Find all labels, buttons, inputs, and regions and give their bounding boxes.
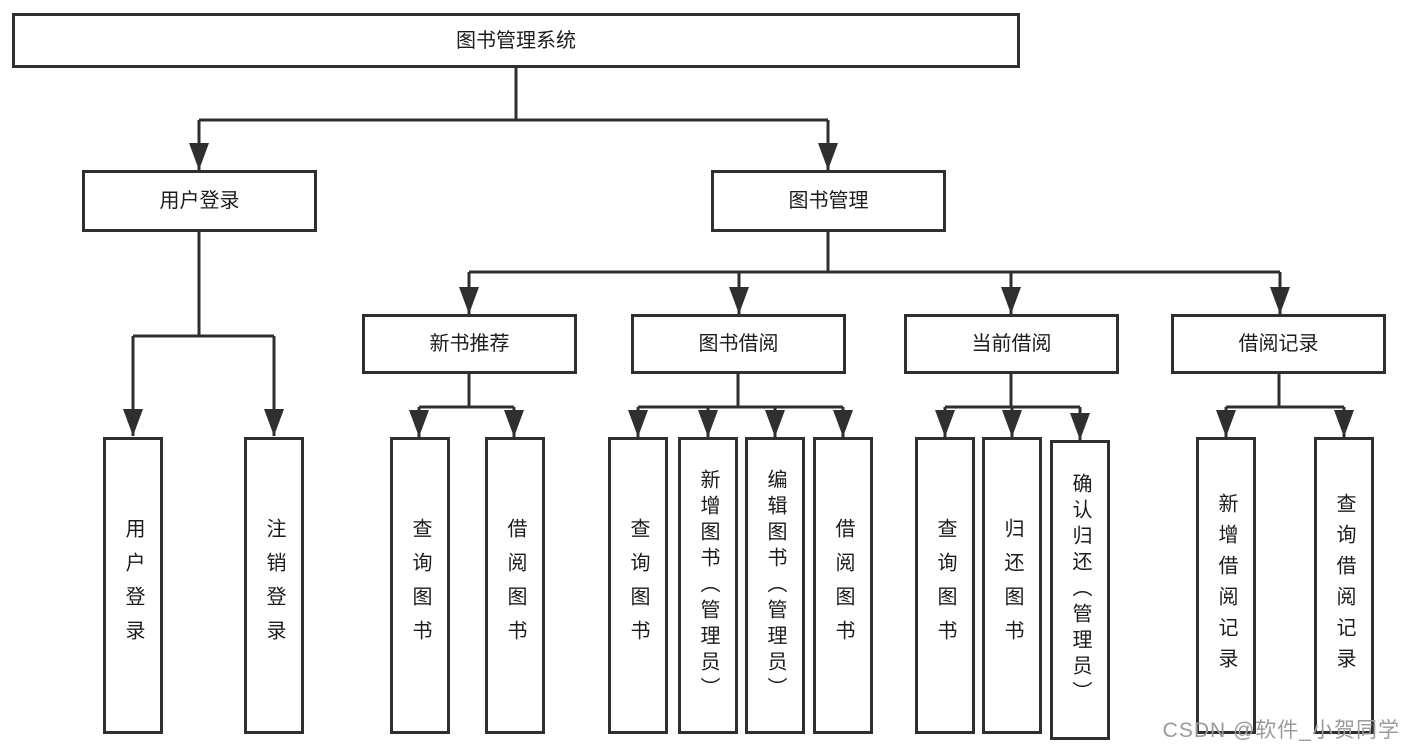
node-new-book-recommend-label: 新书推荐 <box>429 333 510 355</box>
node-user-login: 用户登录 <box>82 170 317 232</box>
node-book-borrowing-label: 图书借阅 <box>698 333 779 355</box>
leaf-confirm-return-admin: 确认归还（管理员） <box>1050 440 1110 740</box>
node-borrow-records: 借阅记录 <box>1171 314 1386 374</box>
leaf-return-books: 归还图书 <box>982 437 1042 734</box>
leaf-borrow-books-recommend: 借阅图书 <box>485 437 545 734</box>
leaf-query-books-recommend-label: 查询图书 <box>409 517 431 654</box>
leaf-add-books-admin: 新增图书（管理员） <box>678 437 738 734</box>
leaf-user-login: 用户登录 <box>103 437 163 734</box>
leaf-edit-books-admin: 编辑图书（管理员） <box>745 437 805 734</box>
leaf-query-books-current: 查询图书 <box>915 437 975 734</box>
leaf-return-books-label: 归还图书 <box>1001 517 1023 654</box>
leaf-logout: 注销登录 <box>244 437 304 734</box>
node-book-borrowing: 图书借阅 <box>631 314 846 374</box>
node-new-book-recommend: 新书推荐 <box>362 314 577 374</box>
node-borrow-records-label: 借阅记录 <box>1238 333 1319 355</box>
leaf-query-books-borrowing: 查询图书 <box>608 437 668 734</box>
leaf-add-borrow-record: 新增借阅记录 <box>1196 437 1256 734</box>
node-book-management: 图书管理 <box>711 170 946 232</box>
node-root-label: 图书管理系统 <box>456 29 576 52</box>
node-user-login-label: 用户登录 <box>159 190 240 212</box>
leaf-query-borrow-record: 查询借阅记录 <box>1314 437 1374 734</box>
arrowheads <box>123 143 1354 440</box>
leaf-query-borrow-record-label: 查询借阅记录 <box>1333 492 1355 679</box>
leaf-edit-books-admin-label: 编辑图书（管理员） <box>764 468 786 703</box>
leaf-confirm-return-admin-label: 确认归还（管理员） <box>1069 473 1091 707</box>
leaf-add-books-admin-label: 新增图书（管理员） <box>697 468 719 703</box>
leaf-borrow-books-recommend-label: 借阅图书 <box>504 517 526 654</box>
leaf-borrow-books-borrowing-label: 借阅图书 <box>832 517 854 654</box>
node-current-borrowing-label: 当前借阅 <box>971 333 1052 355</box>
leaf-user-login-label: 用户登录 <box>122 517 144 654</box>
leaf-query-books-recommend: 查询图书 <box>390 437 450 734</box>
leaf-query-books-current-label: 查询图书 <box>934 517 956 654</box>
node-root: 图书管理系统 <box>12 13 1020 68</box>
csdn-watermark: CSDN @软件_小贺同学 <box>1162 719 1400 742</box>
leaf-add-borrow-record-label: 新增借阅记录 <box>1215 492 1237 679</box>
node-book-management-label: 图书管理 <box>788 190 869 212</box>
node-current-borrowing: 当前借阅 <box>904 314 1119 374</box>
leaf-query-books-borrowing-label: 查询图书 <box>627 517 649 654</box>
leaf-logout-label: 注销登录 <box>263 517 285 654</box>
leaf-borrow-books-borrowing: 借阅图书 <box>813 437 873 734</box>
